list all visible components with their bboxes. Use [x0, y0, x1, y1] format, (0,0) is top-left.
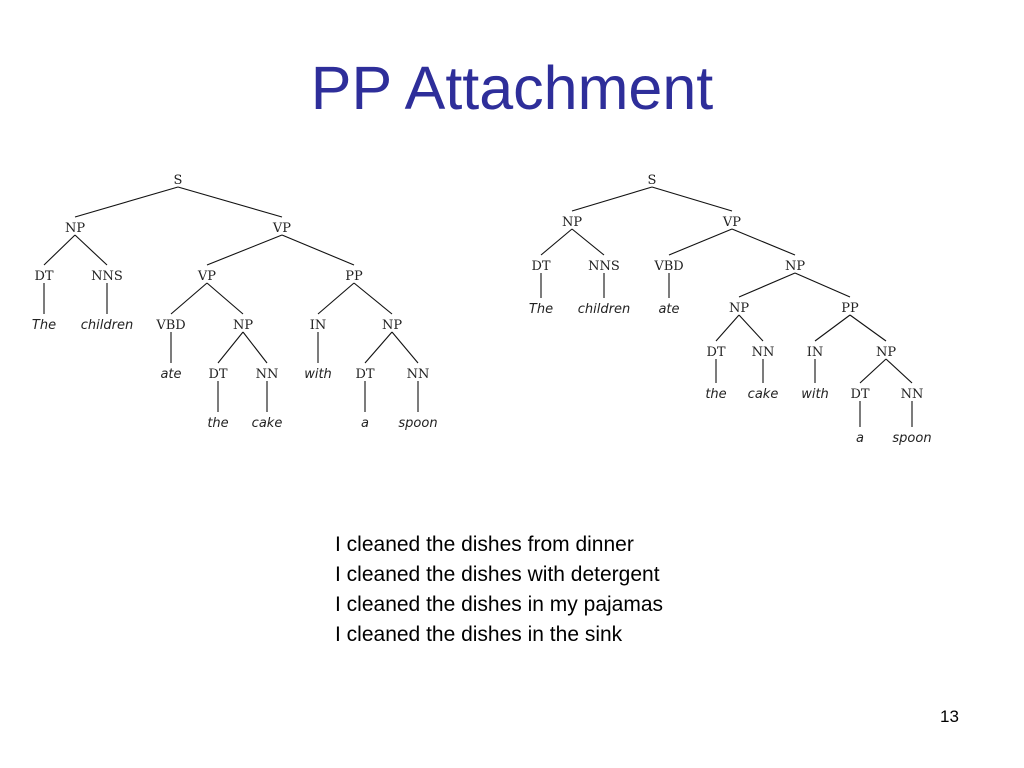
tree-edge [651, 186, 733, 212]
tree-edge [317, 282, 355, 315]
tree-node-label: IN [310, 318, 327, 333]
tree-edge [74, 186, 179, 218]
tree-node-label: DT [34, 269, 53, 284]
tree-edge [859, 358, 887, 384]
tree-edge [738, 272, 796, 298]
example-sentence: I cleaned the dishes in my pajamas [335, 593, 664, 616]
tree-node-label: NN [752, 345, 775, 360]
tree-word: ate [658, 302, 679, 317]
tree-edge [715, 314, 740, 342]
tree-node-label: VP [272, 221, 291, 236]
tree-node-label: NP [785, 259, 805, 274]
tree-word: spoon [892, 431, 931, 446]
tree-word: a [361, 416, 369, 431]
page-number: 13 [940, 707, 959, 726]
tree-word: The [529, 302, 553, 317]
tree-edge [668, 228, 733, 256]
example-sentence: I cleaned the dishes in the sink [335, 623, 623, 646]
tree-node-label: IN [807, 345, 824, 360]
example-sentences: I cleaned the dishes from dinner I clean… [335, 530, 663, 650]
tree-node-label: PP [345, 269, 363, 284]
tree-edge [571, 228, 605, 256]
tree-word: ate [160, 367, 181, 382]
tree-word: children [578, 302, 630, 317]
tree-node-label: VBD [155, 318, 185, 333]
example-sentence: I cleaned the dishes from dinner [335, 533, 634, 556]
tree-word: spoon [398, 416, 437, 431]
tree-word: the [207, 416, 228, 431]
slide-title: PP Attachment [310, 54, 714, 122]
tree-node-label: PP [841, 301, 859, 316]
tree-edge [170, 282, 208, 315]
tree-edge [206, 234, 283, 266]
tree-node-label: NN [407, 367, 430, 382]
tree-node-label: DT [208, 367, 227, 382]
tree-edge [849, 314, 887, 342]
tree-word: the [705, 387, 726, 402]
tree-edge [281, 234, 355, 266]
tree-edge [43, 234, 76, 266]
tree-edge [885, 358, 913, 384]
tree-node-label: S [174, 173, 183, 188]
tree-node-label: NP [233, 318, 253, 333]
tree-node-label: S [648, 173, 657, 188]
tree-node-label: NNS [91, 269, 123, 284]
tree-edge [794, 272, 851, 298]
tree-edge [353, 282, 393, 315]
tree-word: The [32, 318, 56, 333]
tree-edge [217, 331, 244, 364]
tree-node-label: NP [382, 318, 402, 333]
example-sentence: I cleaned the dishes with detergent [335, 563, 660, 586]
tree-node-label: NN [901, 387, 924, 402]
tree-edge [391, 331, 419, 364]
tree-node-label: VP [197, 269, 216, 284]
tree-edge [731, 228, 796, 256]
tree-node-label: NN [256, 367, 279, 382]
tree-edge [540, 228, 573, 256]
tree-word: children [81, 318, 133, 333]
tree-node-label: DT [531, 259, 550, 274]
tree-node-label: NP [729, 301, 749, 316]
tree-node-label: NP [562, 215, 582, 230]
tree-edge [206, 282, 244, 315]
tree-edge [364, 331, 393, 364]
tree-node-label: DT [706, 345, 725, 360]
tree-node-label: NP [65, 221, 85, 236]
tree-node-label: NNS [588, 259, 620, 274]
tree-edge [738, 314, 764, 342]
tree-word: cake [748, 387, 779, 402]
tree-edge [814, 314, 851, 342]
tree-node-label: VP [722, 215, 741, 230]
tree-node-label: VBD [653, 259, 683, 274]
tree-word: with [304, 367, 332, 382]
tree-node-label: DT [850, 387, 869, 402]
tree-word: with [801, 387, 829, 402]
tree-edge [177, 186, 283, 218]
tree-node-label: DT [355, 367, 374, 382]
tree-word: a [856, 431, 864, 446]
tree-edge [74, 234, 108, 266]
tree-edge [242, 331, 268, 364]
tree-node-label: NP [876, 345, 896, 360]
tree-edge [571, 186, 653, 212]
tree-word: cake [252, 416, 283, 431]
parse-tree-vp-attachment: S NP VP DT NNS The children VP PP VBD NP ate DT NN the… [32, 173, 438, 431]
